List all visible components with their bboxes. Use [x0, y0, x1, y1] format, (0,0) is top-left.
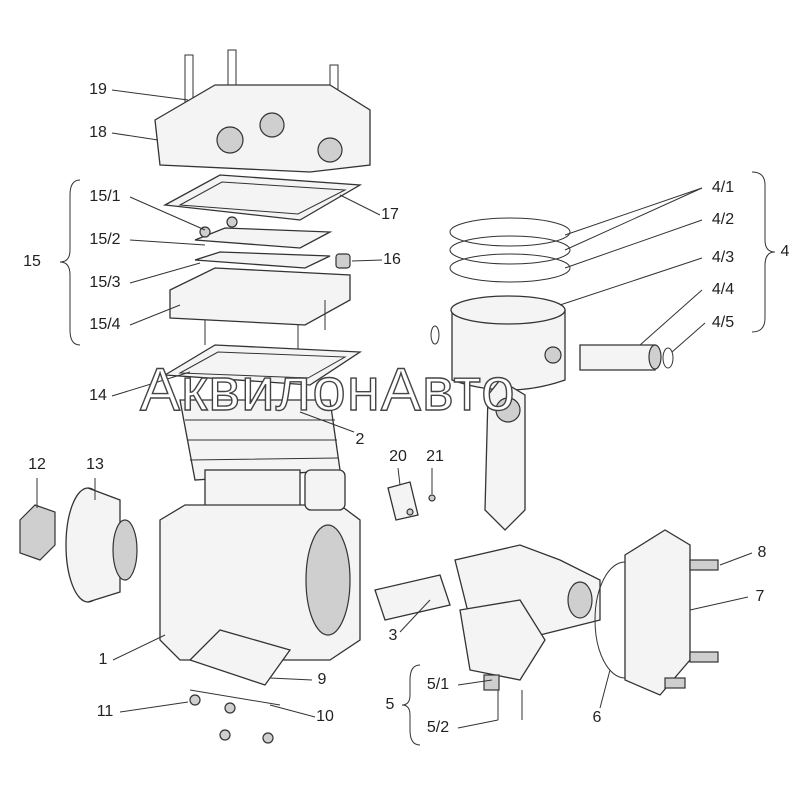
- label-7: 7: [755, 588, 765, 605]
- label-15-2: 15/2: [89, 231, 121, 248]
- label-21: 21: [426, 448, 444, 465]
- label-17: 17: [381, 206, 399, 223]
- label-8: 8: [757, 544, 767, 561]
- label-3: 3: [388, 627, 398, 644]
- label-4-2: 4/2: [711, 211, 735, 228]
- piston-pin-4-4: [579, 344, 656, 371]
- label-5-2: 5/2: [426, 719, 450, 736]
- label-15-4: 15/4: [89, 316, 121, 333]
- label-20: 20: [389, 448, 407, 465]
- label-15: 15: [23, 253, 41, 270]
- valve-plate-15-4: [169, 267, 351, 326]
- end-cover-7: [624, 529, 691, 696]
- label-2: 2: [355, 431, 365, 448]
- label-10: 10: [316, 708, 334, 725]
- label-19: 19: [89, 81, 107, 98]
- label-15-1: 15/1: [89, 188, 121, 205]
- label-18: 18: [89, 124, 107, 141]
- label-16: 16: [383, 251, 401, 268]
- label-6: 6: [592, 709, 602, 726]
- gasket-14: [162, 344, 363, 386]
- label-4-3: 4/3: [711, 249, 735, 266]
- nut-12: [19, 504, 56, 561]
- cylinder-head-18: [154, 49, 371, 173]
- leader-lines: [36, 89, 776, 746]
- crankshaft-3: [374, 574, 451, 621]
- label-13: 13: [86, 456, 104, 473]
- valve-plate-15-3: [194, 251, 331, 269]
- label-9: 9: [317, 671, 327, 688]
- gasket-9: [188, 629, 292, 686]
- watermark: АквилонАвто: [139, 356, 516, 423]
- label-12: 12: [28, 456, 46, 473]
- label-14: 14: [89, 387, 107, 404]
- label-4-1: 4/1: [711, 179, 735, 196]
- label-4: 4: [780, 243, 790, 260]
- label-5: 5: [385, 696, 395, 713]
- part-20: [387, 481, 419, 521]
- label-4-4: 4/4: [711, 281, 735, 298]
- label-4-5: 4/5: [711, 314, 735, 331]
- valve-plate-15-2: [194, 227, 333, 249]
- label-15-3: 15/3: [89, 274, 121, 291]
- label-1: 1: [98, 651, 108, 668]
- part-16: [335, 253, 351, 269]
- label-5-1: 5/1: [426, 676, 450, 693]
- crankcase-1: [159, 504, 361, 661]
- label-11: 11: [96, 703, 114, 720]
